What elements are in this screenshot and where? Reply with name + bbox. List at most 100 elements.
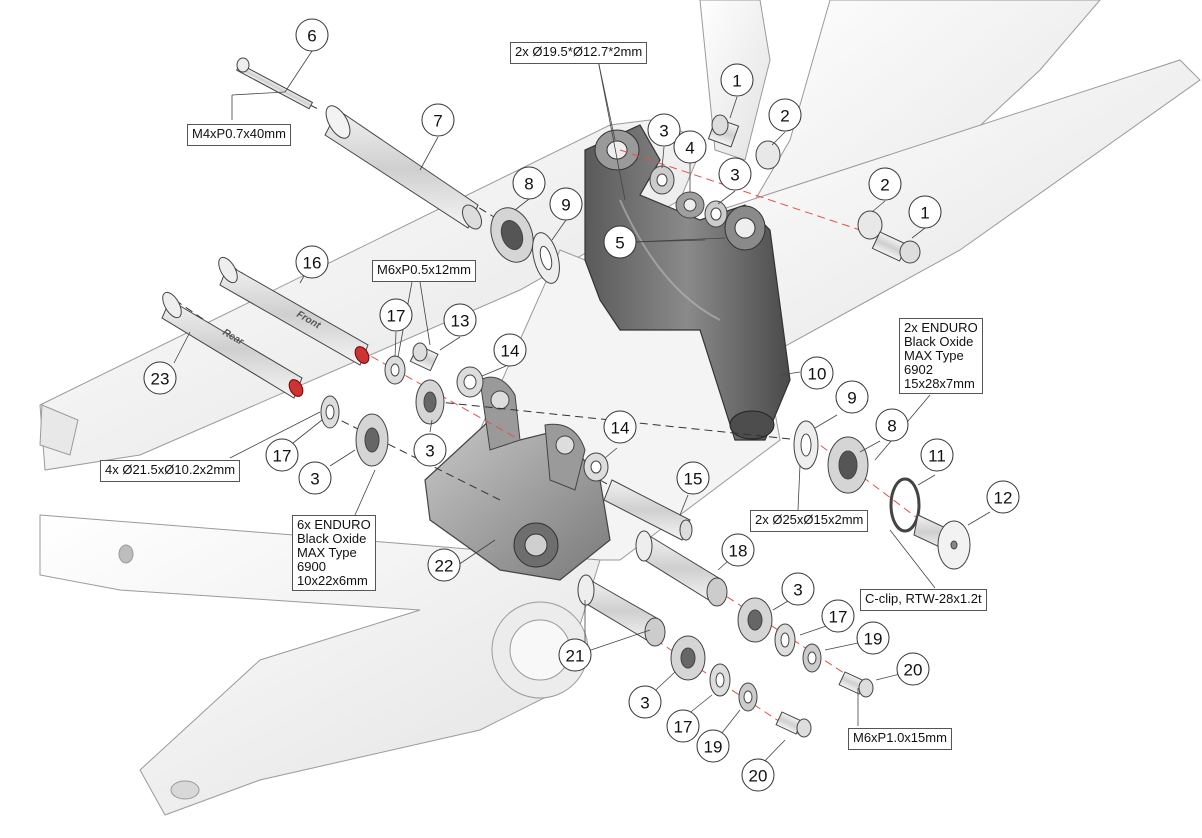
bushing-14-a (456, 366, 484, 398)
axle-18 (635, 530, 728, 607)
spec-washer-2x: 2x Ø25xØ15x2mm (750, 510, 869, 532)
callout-3-e: 3 (628, 685, 662, 719)
svg-text:3: 3 (730, 166, 739, 185)
svg-text:22: 22 (435, 557, 454, 576)
svg-text:3: 3 (310, 470, 319, 489)
svg-text:17: 17 (273, 447, 292, 466)
callout-18: 18 (721, 533, 755, 567)
svg-text:17: 17 (387, 307, 406, 326)
frame (39, 0, 1201, 816)
bearing-3-b (355, 413, 389, 467)
svg-text:13: 13 (451, 312, 470, 331)
shock-yoke (424, 376, 611, 581)
callout-8-right: 8 (875, 408, 909, 442)
svg-text:23: 23 (151, 370, 170, 389)
bearing-8-left (490, 207, 534, 263)
pin-15 (603, 479, 693, 541)
washer-17-b (320, 395, 340, 429)
bolt-6 (236, 57, 314, 110)
svg-text:19: 19 (704, 738, 723, 757)
hardware-parts (161, 57, 971, 738)
callouts: 6 7 8 9 1 2 3 4 3 2 1 5 16 23 17 13 14 1… (143, 18, 1020, 792)
callout-19-b: 19 (696, 729, 730, 763)
callout-11: 11 (920, 438, 954, 472)
washer-9-left (532, 232, 560, 284)
bearing-3-c (737, 597, 773, 643)
callout-5: 5 (603, 225, 637, 259)
svg-text:15: 15 (684, 470, 703, 489)
callout-17-b: 17 (265, 438, 299, 472)
spacer-3-mid (704, 200, 728, 228)
spec-bolt-m6-large: M6xP1.0x15mm (848, 728, 952, 750)
svg-text:4: 4 (685, 139, 694, 158)
callout-2-top: 2 (768, 98, 802, 132)
spec-c-clip: C-clip, RTW-28x1.2t (860, 589, 987, 611)
callout-10: 10 (800, 356, 834, 390)
c-clip-11 (889, 477, 921, 533)
callout-3-c: 3 (298, 461, 332, 495)
callout-17-c: 17 (821, 599, 855, 633)
svg-text:14: 14 (611, 419, 630, 438)
svg-text:7: 7 (433, 112, 442, 131)
callout-20-a: 20 (896, 652, 930, 686)
svg-text:21: 21 (566, 647, 585, 666)
svg-text:6: 6 (307, 27, 316, 46)
svg-text:3: 3 (659, 122, 668, 141)
svg-text:20: 20 (749, 767, 768, 786)
callout-17-a: 17 (379, 298, 413, 332)
bolt-1-right (871, 231, 921, 264)
washer-17-c (774, 623, 796, 657)
svg-text:1: 1 (732, 72, 741, 91)
callout-8-top: 8 (512, 166, 546, 200)
callout-15: 15 (676, 461, 710, 495)
callout-17-d: 17 (666, 709, 700, 743)
callout-12: 12 (986, 480, 1020, 514)
svg-text:3: 3 (793, 581, 802, 600)
nut-4 (675, 191, 705, 219)
axle-23-rear (161, 291, 304, 399)
spec-bearing-6900: 6x ENDURO Black Oxide MAX Type 6900 10x2… (292, 515, 376, 591)
callout-1-right: 1 (908, 195, 942, 229)
svg-text:1: 1 (920, 204, 929, 223)
callout-4: 4 (673, 130, 707, 164)
callout-9-top: 9 (549, 187, 583, 221)
nut-2-top (755, 140, 781, 170)
axle-21 (577, 574, 666, 647)
washer-17-a (384, 355, 406, 385)
callout-22: 22 (427, 548, 461, 582)
svg-text:17: 17 (674, 718, 693, 737)
svg-text:19: 19 (864, 630, 883, 649)
svg-text:3: 3 (640, 694, 649, 713)
washer-9-right (793, 420, 819, 470)
spacer-3-top (649, 165, 675, 195)
bolt-13 (409, 342, 439, 372)
bolt-20-a (838, 671, 874, 698)
callout-3-mid: 3 (718, 157, 752, 191)
svg-text:20: 20 (904, 661, 923, 680)
svg-text:2: 2 (780, 107, 789, 126)
callout-14-a: 14 (493, 333, 527, 367)
callout-20-b: 20 (741, 758, 775, 792)
callout-6: 6 (295, 18, 329, 52)
svg-text:8: 8 (524, 175, 533, 194)
svg-text:10: 10 (808, 365, 827, 384)
callout-3-b: 3 (413, 433, 447, 467)
spec-washer-top: 2x Ø19.5*Ø12.7*2mm (510, 42, 648, 64)
callout-3-d: 3 (781, 572, 815, 606)
svg-text:5: 5 (615, 234, 624, 253)
end-cap-12 (913, 514, 971, 570)
svg-text:14: 14 (501, 342, 520, 361)
callout-16: 16 (295, 245, 329, 279)
callout-14-b: 14 (603, 410, 637, 444)
svg-text:9: 9 (561, 196, 570, 215)
spec-washer-4x: 4x Ø21.5xØ10.2x2mm (100, 460, 241, 482)
spec-bolt-m4: M4xP0.7x40mm (187, 124, 291, 146)
svg-text:8: 8 (887, 417, 896, 436)
nut-2-right (857, 210, 883, 240)
bolt-1-top (707, 114, 740, 148)
svg-text:9: 9 (847, 389, 856, 408)
callout-23: 23 (143, 361, 177, 395)
svg-text:17: 17 (829, 608, 848, 627)
bearing-8-right (827, 436, 869, 494)
spec-bearing-6902: 2x ENDURO Black Oxide MAX Type 6902 15x2… (899, 318, 983, 394)
